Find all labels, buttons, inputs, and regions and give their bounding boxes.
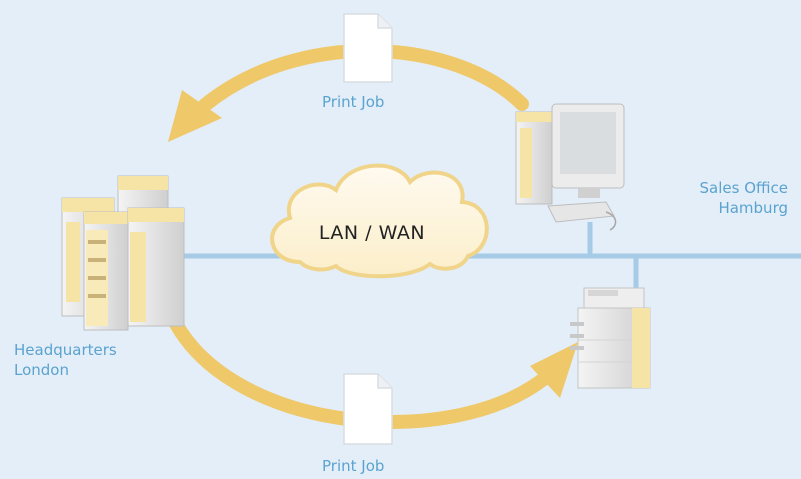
headquarters-line2: London bbox=[14, 361, 69, 379]
sales-office-line1: Sales Office bbox=[699, 179, 788, 197]
printer-icon bbox=[570, 287, 651, 389]
headquarters-label: Headquarters London bbox=[14, 340, 117, 380]
document-icon-top bbox=[343, 13, 393, 83]
server-cluster-icon bbox=[61, 175, 185, 331]
lan-wan-cloud bbox=[270, 163, 489, 279]
cloud-label: LAN / WAN bbox=[318, 222, 426, 244]
document-icon-bottom bbox=[343, 373, 393, 445]
sales-office-line2: Hamburg bbox=[718, 199, 788, 217]
sales-office-label: Sales Office Hamburg bbox=[640, 178, 788, 218]
workstation-icon bbox=[515, 103, 625, 231]
headquarters-line1: Headquarters bbox=[14, 341, 117, 359]
print-job-label-bottom: Print Job bbox=[322, 457, 385, 475]
print-job-label-top: Print Job bbox=[322, 93, 385, 111]
